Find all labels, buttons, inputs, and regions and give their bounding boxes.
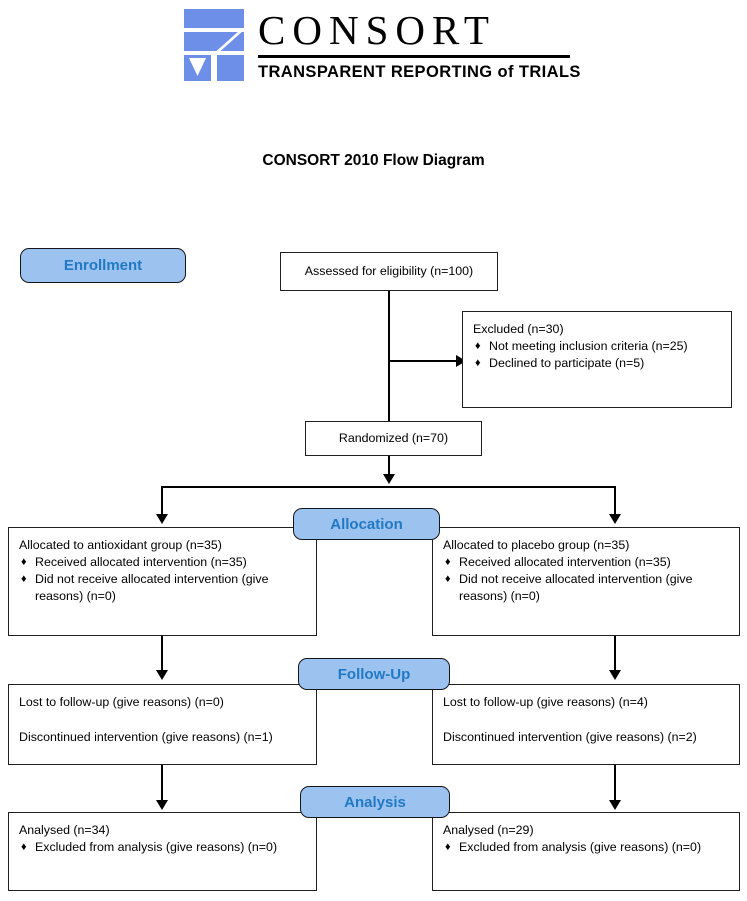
list-item: ♦ Did not receive allocated intervention … xyxy=(19,571,306,605)
connector-allocation-split-bar xyxy=(161,486,616,488)
list-item: ♦ Excluded from analysis (give reasons) (… xyxy=(19,839,306,856)
list-item-label: Received allocated intervention (n=35) xyxy=(35,555,247,569)
connector-followup-right-to-analysis xyxy=(614,765,616,802)
connector-followup-left-to-analysis xyxy=(161,765,163,802)
list-item: ♦ Excluded from analysis (give reasons) (… xyxy=(443,839,729,856)
analysis-right-list: ♦ Excluded from analysis (give reasons) (… xyxy=(443,839,729,856)
connector-alloc-left-to-followup xyxy=(161,636,163,672)
box-allocation-right: Allocated to placebo group (n=35) ♦ Recei… xyxy=(432,527,740,636)
diamond-bullet-icon: ♦ xyxy=(475,357,481,369)
connector-assessed-to-randomized xyxy=(388,291,390,421)
list-item-label: Not meeting inclusion criteria (n=25) xyxy=(489,339,688,353)
followup-left-lost: Lost to follow-up (give reasons) (n=0) xyxy=(19,695,224,709)
list-item-label: Declined to participate (n=5) xyxy=(489,356,645,370)
box-followup-left: Lost to follow-up (give reasons) (n=0) D… xyxy=(8,684,317,765)
assessed-label: Assessed for eligibility (n=100) xyxy=(304,264,474,278)
arrowhead-to-followup-right xyxy=(609,670,621,680)
list-item: ♦ Not meeting inclusion criteria (n=25) xyxy=(473,338,721,355)
list-item-label: Received allocated intervention (n=35) xyxy=(459,555,671,569)
logo-divider-rule xyxy=(258,55,570,58)
diamond-bullet-icon: ♦ xyxy=(475,340,481,352)
box-assessed-for-eligibility: Assessed for eligibility (n=100) xyxy=(280,252,498,291)
followup-right-discontinued: Discontinued intervention (give reasons)… xyxy=(443,730,697,744)
arrowhead-to-followup-left xyxy=(156,670,168,680)
connector-split-right-drop xyxy=(614,486,616,516)
box-randomized: Randomized (n=70) xyxy=(305,421,482,456)
list-item: ♦ Did not receive allocated intervention … xyxy=(443,571,729,605)
consort-tagline: TRANSPARENT REPORTING of TRIALS xyxy=(258,63,581,81)
arrowhead-randomized-split xyxy=(383,474,395,484)
consort-logo-text: CONSORT TRANSPARENT REPORTING of TRIALS xyxy=(258,6,581,82)
diamond-bullet-icon: ♦ xyxy=(21,573,27,585)
list-item: ♦ Received allocated intervention (n=35) xyxy=(19,554,306,571)
excluded-list: ♦ Not meeting inclusion criteria (n=25) ♦… xyxy=(473,338,721,372)
list-item-label: Excluded from analysis (give reasons) (n… xyxy=(35,840,278,854)
list-item-label: Did not receive allocated intervention (… xyxy=(35,572,269,603)
connector-branch-to-excluded xyxy=(388,360,458,362)
analysis-left-heading: Analysed (n=34) xyxy=(19,823,110,837)
list-item: ♦ Declined to participate (n=5) xyxy=(473,355,721,372)
list-item-label: Excluded from analysis (give reasons) (n… xyxy=(459,840,702,854)
list-item-label: Did not receive allocated intervention (… xyxy=(459,572,693,603)
stage-badge-allocation: Allocation xyxy=(293,508,440,540)
randomized-label: Randomized (n=70) xyxy=(338,431,449,445)
diamond-bullet-icon: ♦ xyxy=(445,573,451,585)
consort-logo: CONSORT TRANSPARENT REPORTING of TRIALS xyxy=(183,6,583,86)
arrowhead-to-analysis-left xyxy=(156,800,168,810)
stage-badge-followup: Follow-Up xyxy=(298,658,450,690)
connector-alloc-right-to-followup xyxy=(614,636,616,672)
stage-badge-enrollment: Enrollment xyxy=(20,248,186,283)
arrowhead-to-allocation-left xyxy=(156,514,168,524)
diamond-bullet-icon: ♦ xyxy=(445,556,451,568)
consort-logo-mark xyxy=(184,9,244,81)
connector-randomized-down xyxy=(388,456,390,478)
allocation-right-heading: Allocated to placebo group (n=35) xyxy=(443,538,630,552)
arrowhead-to-excluded xyxy=(456,355,466,367)
arrowhead-to-allocation-right xyxy=(609,514,621,524)
consort-wordmark: CONSORT xyxy=(258,7,496,53)
box-analysis-right: Analysed (n=29) ♦ Excluded from analysis … xyxy=(432,812,740,891)
connector-split-left-drop xyxy=(161,486,163,516)
allocation-right-list: ♦Received allocated intervention (n=35) … xyxy=(443,554,729,605)
allocation-left-heading: Allocated to antioxidant group (n=35) xyxy=(19,538,222,552)
excluded-heading: Excluded (n=30) xyxy=(473,322,564,336)
followup-left-discontinued: Discontinued intervention (give reasons)… xyxy=(19,730,273,744)
page-title: CONSORT 2010 Flow Diagram xyxy=(262,152,485,169)
analysis-left-list: ♦ Excluded from analysis (give reasons) (… xyxy=(19,839,306,856)
box-analysis-left: Analysed (n=34) ♦ Excluded from analysis … xyxy=(8,812,317,891)
box-followup-right: Lost to follow-up (give reasons) (n=4) D… xyxy=(432,684,740,765)
stage-badge-analysis: Analysis xyxy=(300,786,450,818)
followup-right-lost: Lost to follow-up (give reasons) (n=4) xyxy=(443,695,648,709)
box-allocation-left: Allocated to antioxidant group (n=35) ♦ R… xyxy=(8,527,317,636)
diamond-bullet-icon: ♦ xyxy=(21,841,27,853)
arrowhead-to-analysis-right xyxy=(609,800,621,810)
box-excluded: Excluded (n=30) ♦ Not meeting inclusion c… xyxy=(462,311,732,408)
allocation-left-list: ♦Received allocated intervention (n=35) … xyxy=(19,554,306,605)
diamond-bullet-icon: ♦ xyxy=(21,556,27,568)
analysis-right-heading: Analysed (n=29) xyxy=(443,823,534,837)
diamond-bullet-icon: ♦ xyxy=(445,841,451,853)
list-item: ♦ Received allocated intervention (n=35) xyxy=(443,554,729,571)
